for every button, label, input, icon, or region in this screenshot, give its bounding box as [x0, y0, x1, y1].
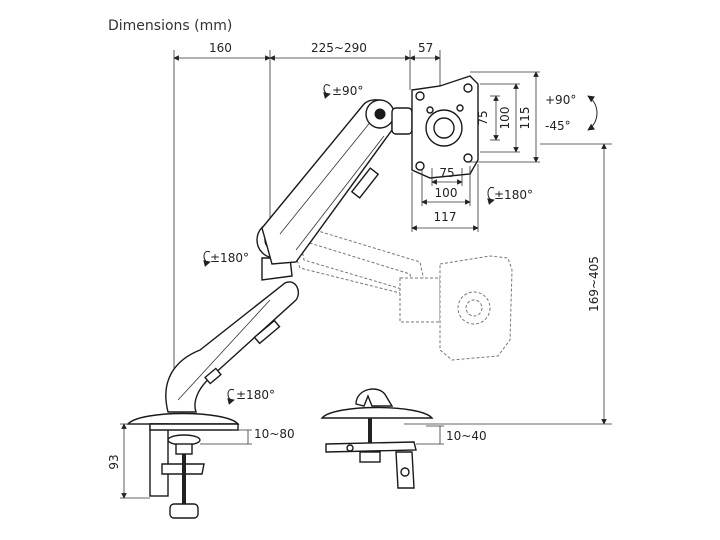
rotation-top-swivel: ±90° [323, 84, 363, 99]
diagram-title: Dimensions (mm) [108, 18, 232, 34]
height-range-dimension: 169~405 [404, 143, 612, 425]
dim-plate-w: 117 [434, 210, 457, 224]
top-dimensions: 160 225~290 57 [173, 41, 441, 370]
dim-arm-reach: 225~290 [311, 41, 367, 55]
rot-base: ±180° [236, 388, 275, 402]
dim-height-range: 169~405 [587, 256, 601, 312]
dim-plate-h: 115 [518, 107, 532, 130]
rot-tilt-down: -45° [545, 119, 571, 133]
dim-arm-base-offset: 160 [209, 41, 232, 55]
clamp-mount: 93 10~80 [107, 412, 295, 519]
rot-elbow: ±180° [210, 251, 249, 265]
monitor-arm [165, 99, 413, 413]
grommet-mount: 10~40 [320, 388, 487, 489]
dim-vesa-inner-h: 75 [476, 110, 490, 125]
rotation-base: ±180° [227, 388, 275, 405]
arm-lowered-position [281, 219, 513, 361]
dim-clamp-range: 10~80 [254, 427, 295, 441]
vesa-width-dimensions: 75 100 117 [411, 164, 479, 232]
rotation-elbow: ±180° [203, 250, 249, 267]
rot-top-swivel: ±90° [332, 84, 363, 98]
dim-vesa-offset: 57 [418, 41, 433, 55]
rotation-plate: ±180° [487, 186, 533, 205]
tilt-indicator: +90° -45° [545, 93, 598, 133]
dim-vesa-outer-h: 100 [498, 107, 512, 130]
dim-vesa-outer-w: 100 [435, 186, 458, 200]
vesa-plate [411, 75, 479, 179]
vesa-height-dimensions: 75 100 115 [470, 71, 540, 163]
rot-tilt-up: +90° [545, 93, 576, 107]
dim-vesa-inner-w: 75 [439, 166, 454, 180]
rot-plate: ±180° [494, 188, 533, 202]
dim-grommet-range: 10~40 [446, 429, 487, 443]
dim-clamp-height: 93 [107, 454, 121, 469]
